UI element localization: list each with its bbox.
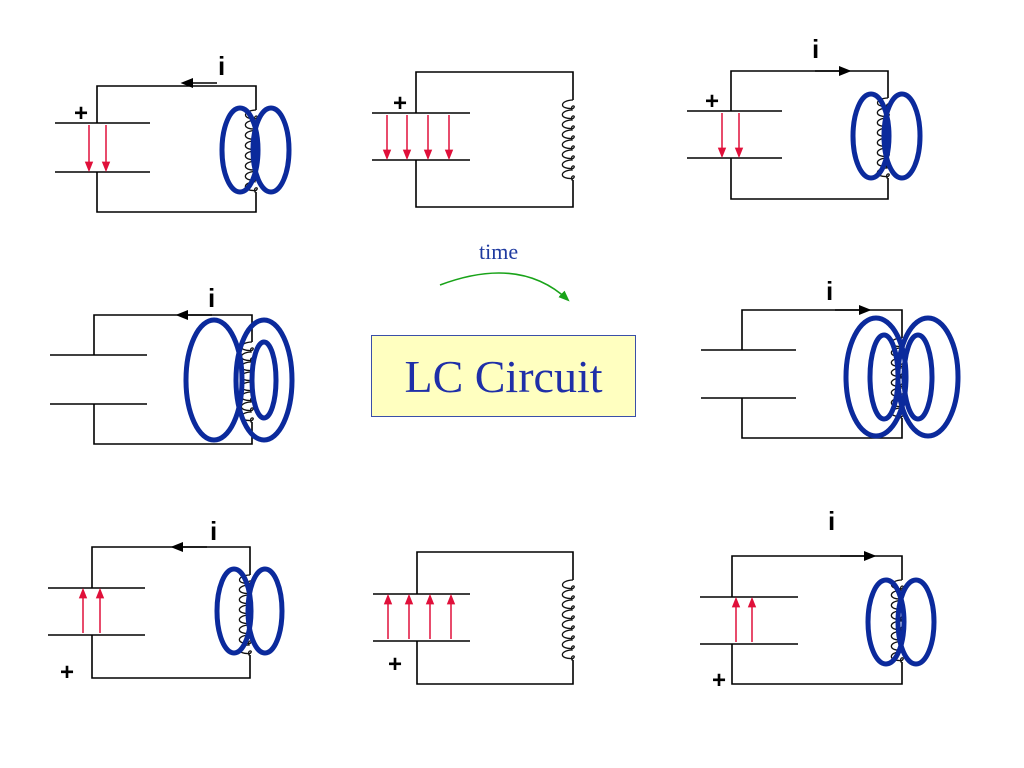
circuit-panel-b2: + bbox=[373, 551, 575, 685]
top-wire bbox=[741, 309, 903, 350]
magnetic-field-loop bbox=[249, 339, 279, 421]
time-arrow: time bbox=[439, 239, 570, 302]
magnetic-field-loop bbox=[214, 566, 254, 656]
bottom-wire bbox=[730, 158, 889, 200]
inductor-coil bbox=[561, 99, 575, 181]
magnetic-field-loop bbox=[245, 566, 285, 656]
plus-sign: + bbox=[74, 100, 88, 127]
bottom-wire bbox=[96, 172, 257, 213]
diagram-title: LC Circuit bbox=[404, 350, 603, 402]
plus-sign: + bbox=[388, 651, 402, 678]
bottom-wire bbox=[741, 398, 903, 439]
magnetic-field-loop bbox=[901, 332, 935, 422]
magnetic-field-loop bbox=[850, 91, 892, 181]
circuit-panel-b1: i+ bbox=[48, 516, 285, 686]
magnetic-field-loop bbox=[881, 91, 923, 181]
top-wire bbox=[91, 546, 251, 588]
bottom-wire bbox=[416, 641, 574, 685]
magnetic-field-loop bbox=[250, 105, 292, 195]
current-label: i bbox=[210, 516, 217, 546]
top-wire bbox=[96, 85, 257, 123]
top-wire bbox=[730, 70, 889, 111]
current-label: i bbox=[812, 34, 819, 64]
bottom-wire bbox=[93, 404, 253, 445]
magnetic-field-loop bbox=[865, 577, 907, 667]
current-label: i bbox=[826, 276, 833, 306]
circuit-panel-t3: i+ bbox=[687, 34, 923, 200]
magnetic-field-loop bbox=[895, 577, 937, 667]
plus-sign: + bbox=[393, 90, 407, 117]
bottom-wire bbox=[91, 635, 251, 679]
current-label: i bbox=[218, 51, 225, 81]
top-wire bbox=[416, 551, 574, 594]
top-wire bbox=[415, 71, 574, 113]
magnetic-field-loop bbox=[219, 105, 261, 195]
bottom-wire bbox=[731, 644, 903, 685]
plus-sign: + bbox=[712, 667, 726, 694]
circuit-panel-t2: + bbox=[372, 71, 575, 208]
magnetic-field-loop bbox=[183, 317, 245, 443]
magnetic-field-loop bbox=[233, 317, 295, 443]
top-wire bbox=[93, 314, 253, 355]
magnetic-field-loop bbox=[867, 332, 901, 422]
circuit-panel-t1: i+ bbox=[55, 51, 292, 213]
current-label: i bbox=[828, 506, 835, 536]
time-label: time bbox=[479, 239, 518, 264]
plus-sign: + bbox=[705, 88, 719, 115]
circuit-panel-m1: i bbox=[50, 283, 295, 445]
current-label: i bbox=[208, 283, 215, 313]
inductor-coil bbox=[561, 579, 575, 661]
bottom-wire bbox=[415, 160, 574, 208]
top-wire bbox=[731, 555, 903, 597]
title-box: LC Circuit bbox=[371, 335, 636, 417]
circuit-panel-m3: i bbox=[701, 276, 961, 439]
circuit-panel-b3: i+ bbox=[700, 506, 937, 694]
plus-sign: + bbox=[60, 659, 74, 686]
